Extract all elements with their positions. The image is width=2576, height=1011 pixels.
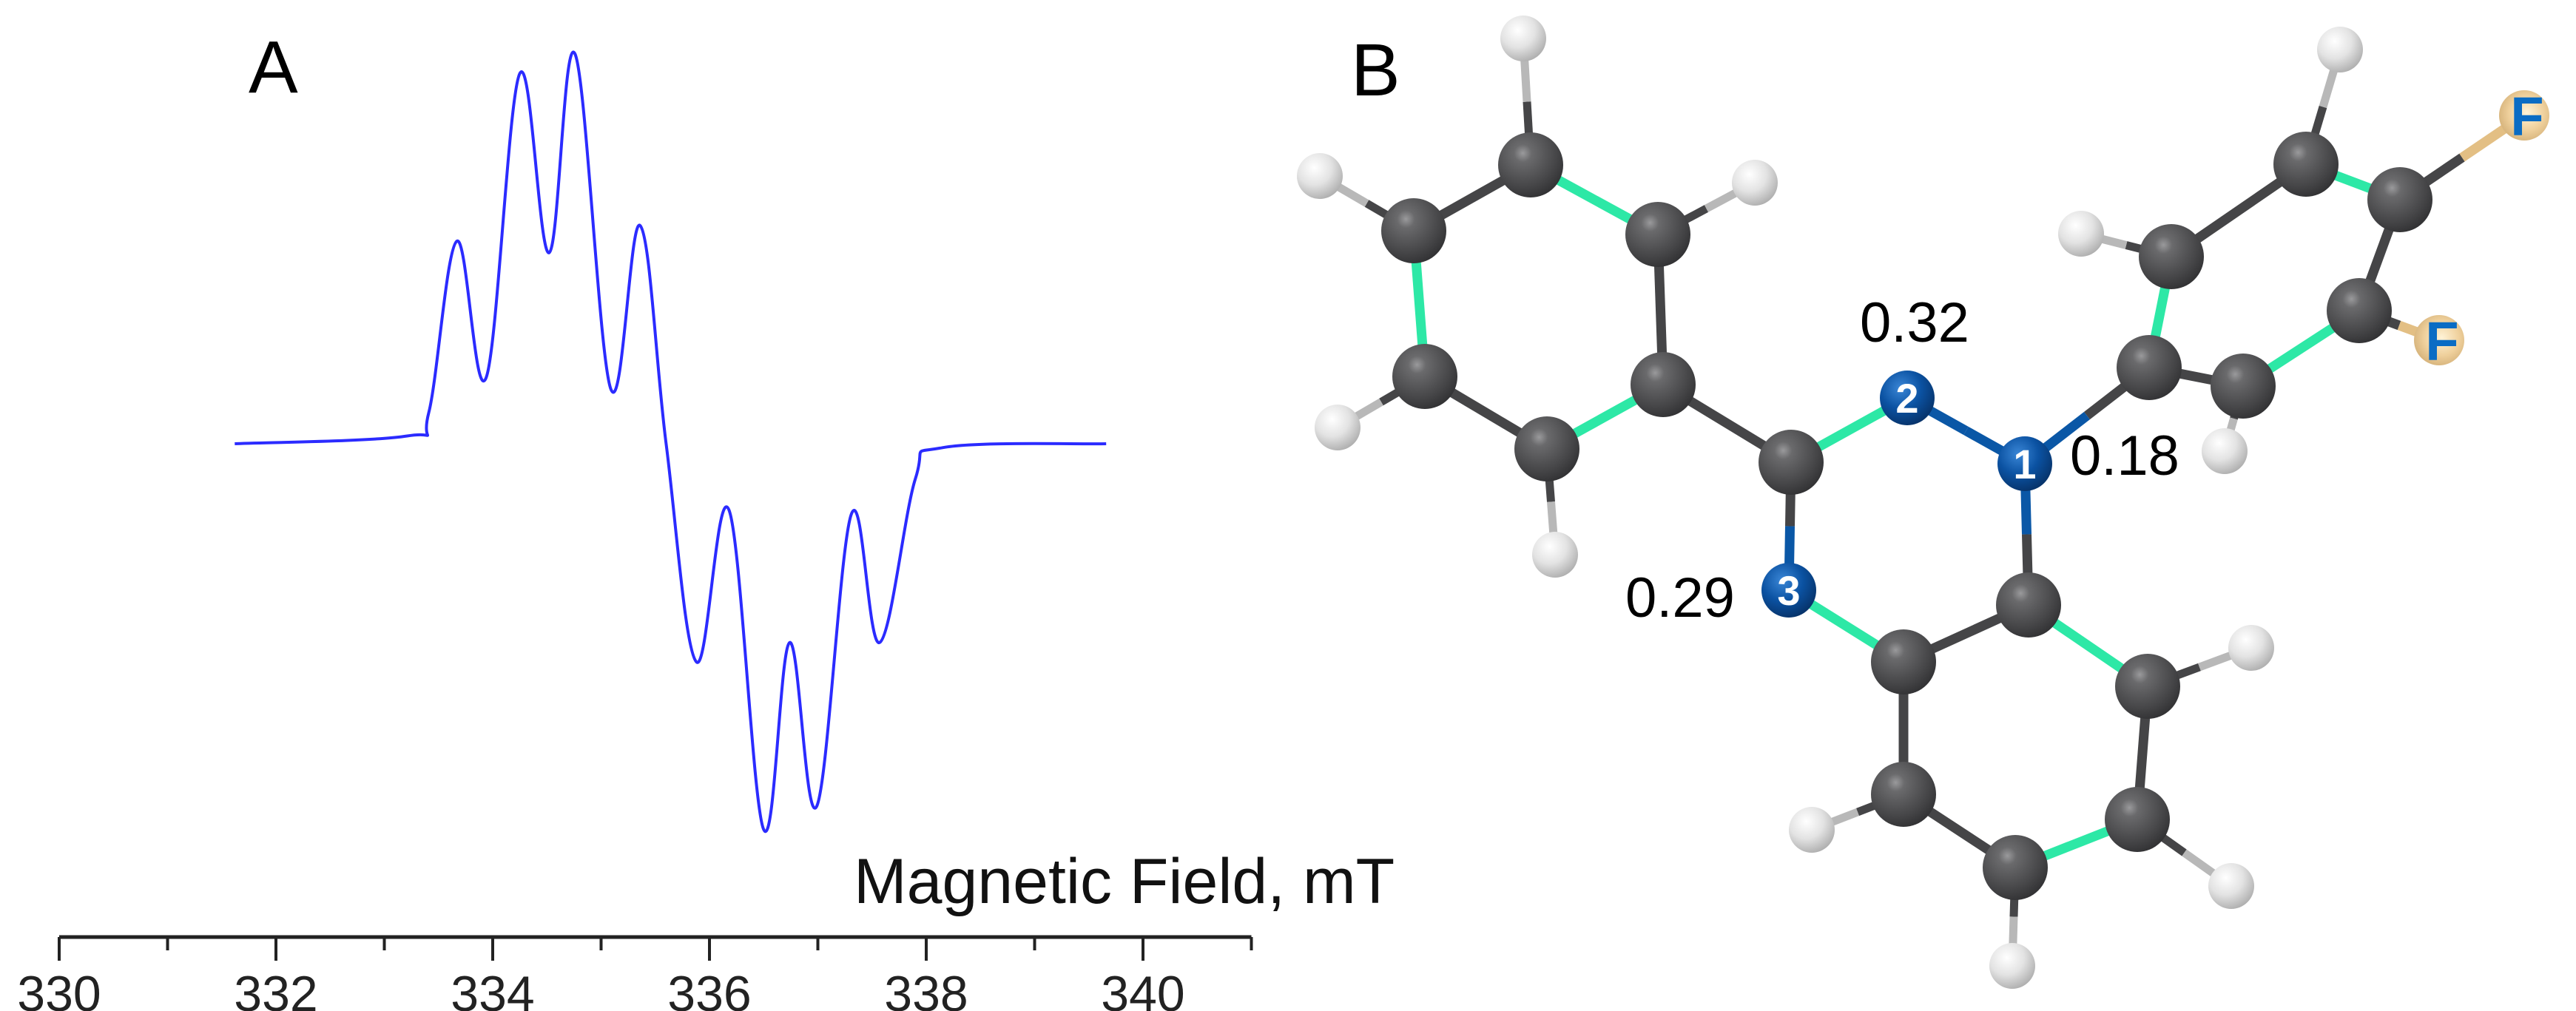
hydrogen-atom-h8	[2202, 428, 2248, 474]
epr-spectrum-line	[235, 50, 1107, 834]
x-tick-label: 330	[17, 966, 101, 1011]
carbon-atom-ck	[1983, 835, 2048, 900]
carbon-atom-cr	[2273, 132, 2339, 197]
hydrogen-atom-h2	[1297, 153, 1343, 199]
carbon-atom-co	[2211, 354, 2276, 419]
carbon-atom-ci	[1871, 629, 1936, 694]
nitrogen-number-label: 3	[1777, 567, 1800, 614]
nitrogen-atom-n1: 1	[1997, 436, 2052, 491]
carbon-atom-cs	[2139, 224, 2204, 289]
carbon-atom-cf	[1625, 202, 1690, 267]
carbon-atom-cn	[2117, 335, 2182, 400]
fluorine-atom-f2: F	[2414, 311, 2464, 372]
hydrogen-atom-h5	[1532, 532, 1578, 578]
hydrogen-atom-h3	[1732, 160, 1778, 206]
fluorine-label: F	[2425, 311, 2458, 372]
spin-density-n1: 0.18	[2070, 425, 2179, 487]
carbon-atom-cg	[1759, 430, 1824, 495]
fluorine-label: F	[2510, 86, 2543, 147]
carbon-atom-ce	[1631, 352, 1696, 417]
nitrogen-number-label: 1	[2013, 441, 2036, 487]
molecule-atoms: 2 1 3 F F	[1297, 16, 2549, 989]
hydrogen-atom-h10	[1789, 807, 1835, 853]
carbon-atom-cc	[1392, 344, 1457, 409]
carbon-atom-cj	[1871, 762, 1936, 827]
panel-a: A Magnetic Field, mT 330 332 334 336 338 340	[17, 26, 1395, 1011]
spin-density-n3: 0.29	[1625, 567, 1735, 629]
molecule-bonds	[1318, 38, 2527, 967]
hydrogen-atom-h7	[2317, 27, 2363, 72]
carbon-atom-cp	[2327, 278, 2392, 343]
hydrogen-atom-h4	[1315, 405, 1361, 450]
x-axis-title: Magnetic Field, mT	[854, 846, 1395, 917]
carbon-atom-cl	[2105, 787, 2170, 852]
hydrogen-atom-h1	[1500, 16, 1546, 61]
panel-b: B 2 1 3 F F 0.32 0.18 0.29	[1297, 16, 2549, 989]
x-tick-label: 340	[1101, 966, 1184, 1011]
x-axis: 330 332 334 336 338 340	[17, 935, 1253, 1011]
hydrogen-atom-h11	[2208, 863, 2254, 909]
carbon-atom-ca	[1498, 132, 1563, 197]
carbon-atom-cm	[2115, 654, 2180, 719]
carbon-atom-ch	[1996, 572, 2061, 638]
nitrogen-atom-n3: 3	[1761, 563, 1816, 618]
nitrogen-atom-n2: 2	[1880, 371, 1935, 425]
x-tick-label: 332	[234, 966, 317, 1011]
hydrogen-atom-h12	[1989, 943, 2035, 989]
hydrogen-atom-h6	[2058, 211, 2104, 257]
x-tick-label: 338	[884, 966, 968, 1011]
carbon-atom-cb	[1381, 198, 1446, 263]
fluorine-atom-f1: F	[2499, 86, 2549, 147]
carbon-atom-cq	[2367, 167, 2432, 232]
spin-density-n2: 0.32	[1860, 291, 1969, 354]
carbon-atom-cd	[1514, 416, 1579, 481]
hydrogen-atom-h9	[2228, 625, 2274, 671]
x-tick-label: 336	[667, 966, 751, 1011]
panel-b-label: B	[1351, 29, 1400, 112]
x-tick-label: 334	[451, 966, 534, 1011]
panel-a-label: A	[249, 26, 298, 109]
nitrogen-number-label: 2	[1895, 375, 1918, 422]
